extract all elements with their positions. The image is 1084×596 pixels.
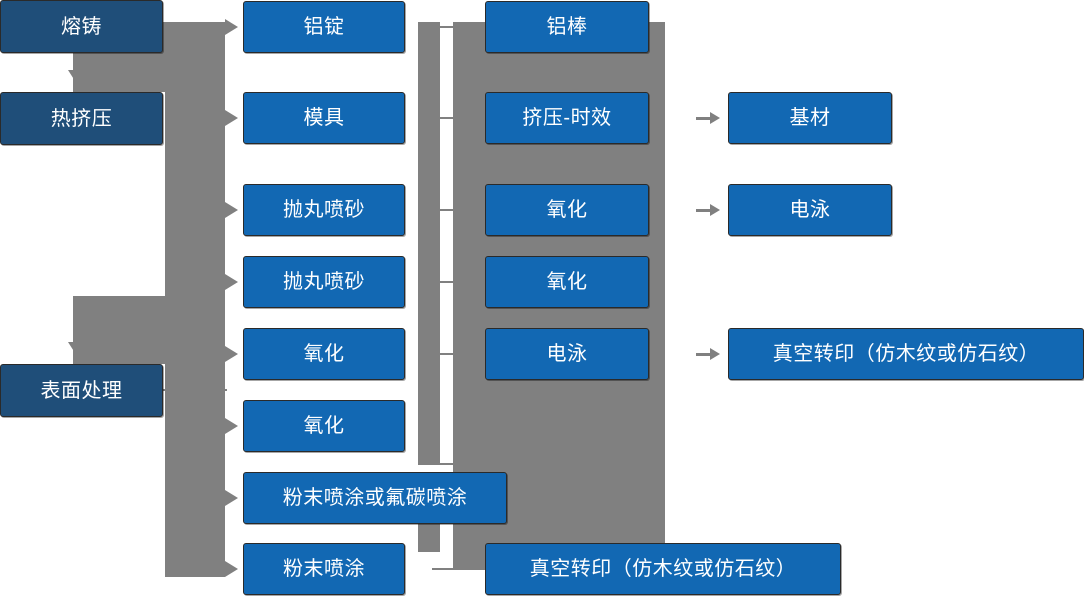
process-box-col2-8[interactable]: 粉末喷涂 [243,543,405,595]
process-box-label: 氧化 [546,199,588,221]
process-box-label: 真空转印（仿木纹或仿石纹） [529,558,797,580]
right-arrow-1 [710,112,720,124]
right-arrow-2 [710,204,720,216]
process-box-col2-7[interactable]: 粉末喷涂或氟碳喷涂 [243,472,507,524]
channel-tick-3 [432,209,462,211]
process-box-col3-1[interactable]: 铝棒 [485,1,649,53]
process-box-label: 抛丸喷砂 [283,271,365,293]
process-box-stage-1[interactable]: 熔铸 [0,0,163,53]
left-arrow-3 [225,202,238,218]
middle-channel-left-rail [418,22,440,552]
left-arrow-7 [225,490,238,506]
process-box-col4-3[interactable]: 真空转印（仿木纹或仿石纹） [728,328,1084,380]
process-box-label: 铝棒 [546,16,588,38]
process-box-label: 氧化 [546,271,588,293]
process-box-label: 模具 [303,107,345,129]
left-arrow-6 [225,418,238,434]
process-box-label: 粉末喷涂 [283,558,365,580]
process-box-label: 基材 [789,107,831,129]
surface-treatment-stem [163,389,227,391]
right-arrow-3 [710,348,720,360]
process-box-col2-4[interactable]: 抛丸喷砂 [243,256,405,308]
right-stem-2 [696,209,712,212]
process-box-label: 铝锭 [303,16,345,38]
channel-tick-4 [432,281,462,283]
process-box-label: 电泳 [546,343,588,365]
process-box-stage-2[interactable]: 热挤压 [0,92,163,145]
process-box-col2-2[interactable]: 模具 [243,92,405,144]
left-arrow-4 [225,274,238,290]
process-box-label: 电泳 [789,199,831,221]
left-arrow-1 [225,19,238,35]
process-box-col3-5[interactable]: 电泳 [485,328,649,380]
process-box-label: 表面处理 [40,379,123,402]
process-box-col3-6[interactable]: 真空转印（仿木纹或仿石纹） [485,543,841,595]
channel-tick-7 [432,568,462,570]
process-box-col3-4[interactable]: 氧化 [485,256,649,308]
process-box-col4-1[interactable]: 基材 [728,92,892,144]
right-stem-1 [696,117,712,120]
channel-tick-5 [432,353,462,355]
channel-tick-1 [432,26,462,28]
left-arrow-8 [225,561,238,577]
process-box-label: 抛丸喷砂 [283,199,365,221]
process-box-label: 热挤压 [50,107,113,130]
process-box-label: 真空转印（仿木纹或仿石纹） [772,343,1040,365]
process-box-label: 粉末喷涂或氟碳喷涂 [282,487,468,509]
channel-tick-2 [432,117,462,119]
stage-down-arrow-1 [68,70,82,81]
right-stem-3 [696,353,712,356]
process-box-col2-5[interactable]: 氧化 [243,328,405,380]
process-box-col3-2[interactable]: 挤压-时效 [485,92,649,144]
process-box-label: 挤压-时效 [522,107,612,129]
channel-tick-6 [418,463,462,465]
process-box-col2-1[interactable]: 铝锭 [243,1,405,53]
left-arrow-5 [225,346,238,362]
process-box-label: 熔铸 [61,15,102,38]
process-box-stage-3[interactable]: 表面处理 [0,364,163,417]
process-box-label: 氧化 [303,415,345,437]
stage-down-arrow-2 [68,342,82,353]
process-box-col2-3[interactable]: 抛丸喷砂 [243,184,405,236]
process-box-label: 氧化 [303,343,345,365]
process-box-col3-3[interactable]: 氧化 [485,184,649,236]
left-arrow-2 [225,110,238,126]
process-box-col2-6[interactable]: 氧化 [243,400,405,452]
process-box-col4-2[interactable]: 电泳 [728,184,892,236]
left-connector-lower-web [73,296,225,364]
